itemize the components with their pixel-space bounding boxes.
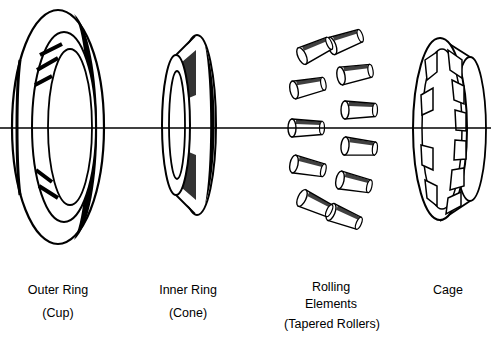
cage-window [421, 52, 437, 206]
inner-ring [162, 35, 216, 215]
cage [413, 38, 486, 221]
cage-large-rim [413, 38, 467, 220]
part-label: (Tapered Rollers) [284, 316, 380, 333]
roller [334, 170, 373, 195]
part-label: Cage [433, 282, 463, 299]
roller [288, 154, 327, 179]
part-label: (Cup) [42, 305, 73, 322]
roller [288, 74, 327, 99]
roller [341, 101, 378, 119]
cage-window [446, 50, 466, 214]
axis-line [0, 127, 491, 128]
outer-ring [12, 10, 104, 244]
cup-bore [48, 49, 92, 205]
roller [340, 137, 378, 158]
cup-raceway [32, 32, 96, 222]
roller [295, 188, 336, 220]
part-label: Inner Ring [159, 282, 217, 299]
part-label: Rolling Elements [299, 279, 363, 313]
part-label: Outer Ring [28, 282, 88, 299]
cone-flange-shade [205, 45, 215, 205]
cup-outer-edge [12, 10, 104, 244]
roller [295, 34, 336, 66]
cone-front [162, 55, 190, 195]
cup-hatch [35, 44, 62, 198]
cone-bore [169, 71, 185, 179]
rollers [288, 26, 378, 232]
part-label: (Cone) [169, 305, 207, 322]
roller [335, 61, 374, 85]
